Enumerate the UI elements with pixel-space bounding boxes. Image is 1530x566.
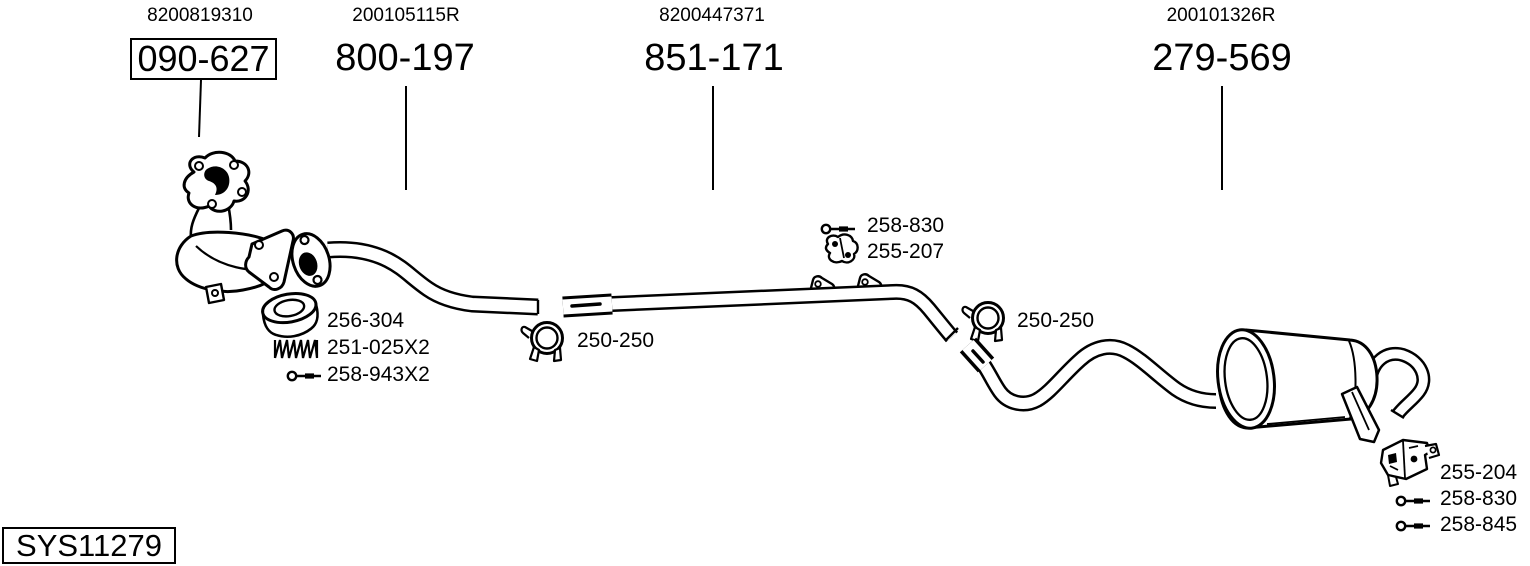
label-clamp-front[interactable]: 250-250 — [577, 329, 655, 352]
bolt-center-icon — [820, 223, 857, 235]
rear-hanger-bracket-icon — [1379, 438, 1441, 487]
label-hanger-bracket[interactable]: 255-204 — [1440, 461, 1518, 484]
label-flange-bolt[interactable]: 258-943X2 — [327, 363, 430, 386]
flange-bolt-icon — [286, 370, 323, 382]
label-bolt-rear-2[interactable]: 258-845 — [1440, 513, 1518, 536]
oem-ref-catalyst: 8200819310 — [147, 5, 253, 26]
spring-icon — [273, 339, 319, 359]
center-pipe-drawing — [562, 273, 959, 343]
rear-muffler-drawing — [959, 328, 1431, 444]
gasket-ring-icon — [261, 291, 319, 338]
part-number-catalyst[interactable]: 090-627 — [130, 38, 277, 80]
label-gasket-ring[interactable]: 256-304 — [327, 309, 405, 332]
label-spring[interactable]: 251-025X2 — [327, 336, 430, 359]
label-bolt-center[interactable]: 258-830 — [867, 214, 945, 237]
oem-ref-center-pipe: 8200447371 — [659, 5, 765, 26]
leader-lines — [198, 79, 1223, 190]
system-code: SYS11279 — [2, 527, 176, 564]
label-clamp-rear[interactable]: 250-250 — [1017, 309, 1095, 332]
part-number-front-pipe[interactable]: 800-197 — [335, 37, 475, 79]
part-number-rear-muffler[interactable]: 279-569 — [1152, 37, 1292, 79]
oem-ref-rear-muffler: 200101326R — [1166, 5, 1276, 26]
front-pipe-drawing — [290, 232, 540, 316]
catalyst-drawing — [175, 150, 295, 305]
bolt-rear-1-icon — [1395, 495, 1432, 507]
part-number-center-pipe[interactable]: 851-171 — [644, 37, 784, 79]
bolt-rear-2-icon — [1395, 520, 1432, 532]
pipe-clamp-front-icon — [520, 321, 564, 363]
pipe-clamp-rear-icon — [961, 301, 1005, 343]
rubber-mount-icon — [824, 233, 859, 264]
label-rubber-mount[interactable]: 255-207 — [867, 240, 945, 263]
label-bolt-rear-1[interactable]: 258-830 — [1440, 487, 1518, 510]
oem-ref-front-pipe: 200105115R — [352, 5, 460, 26]
